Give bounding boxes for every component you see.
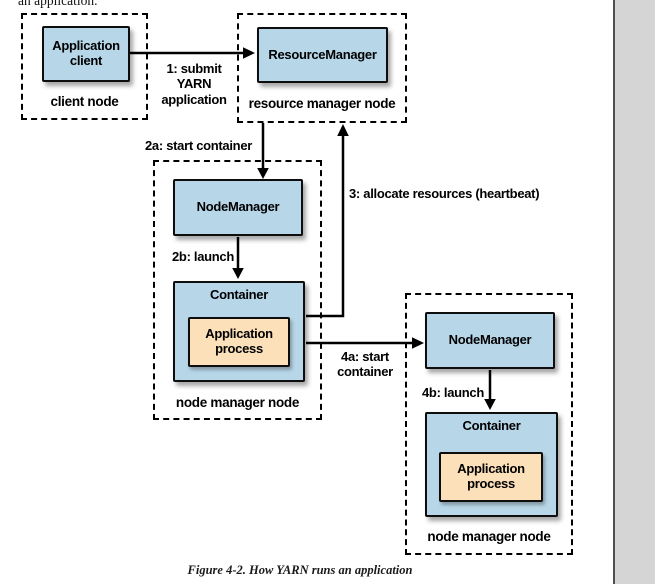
client-node-label: client node <box>50 94 119 109</box>
client-node-group: Application client client node <box>21 13 148 120</box>
resource-manager-label: ResourceManager <box>268 46 377 62</box>
figure-caption: Figure 4-2. How YARN runs an application <box>187 563 413 577</box>
container-box-1: Container Application process <box>173 281 305 382</box>
edge-label-1-submit: 1: submit YARN application <box>161 61 227 107</box>
page-top-text: an application. <box>18 0 98 8</box>
node-manager-box-1: NodeManager <box>173 179 303 236</box>
application-process-label-1: Application process <box>205 326 273 356</box>
node-manager-group-1: NodeManager Container Application proces… <box>153 160 322 420</box>
node-manager-box-2: NodeManager <box>425 312 555 369</box>
application-process-label-2: Application process <box>457 461 525 491</box>
edge-label-2b-launch: 2b: launch <box>172 249 235 264</box>
resource-manager-box: ResourceManager <box>257 27 388 83</box>
arrowhead-heartbeat-icon <box>337 124 349 136</box>
sidebar-strip <box>613 0 655 584</box>
resource-manager-node-group: ResourceManager resource manager node <box>237 13 407 123</box>
application-process-box-1: Application process <box>188 317 290 367</box>
resource-manager-node-label: resource manager node <box>248 96 396 111</box>
container-label-2: Container <box>462 418 521 433</box>
application-process-box-2: Application process <box>439 452 543 502</box>
edge-label-4a-start-container: 4a: start container <box>337 349 393 380</box>
container-label-1: Container <box>210 287 268 302</box>
node-manager-label-2: NodeManager <box>448 332 532 348</box>
container-box-2: Container Application process <box>425 412 558 517</box>
edge-label-3-heartbeat: 3: allocate resources (heartbeat) <box>349 186 540 201</box>
node-manager-group-2: NodeManager Container Application proces… <box>405 293 573 555</box>
node-manager-label-1: NodeManager <box>196 199 280 215</box>
application-client-box: Application client <box>42 26 130 82</box>
node-manager-node-label-1: node manager node <box>175 395 300 410</box>
node-manager-node-label-2: node manager node <box>427 529 551 544</box>
application-client-label: Application client <box>52 38 120 68</box>
edge-label-2a-start-container: 2a: start container <box>145 138 253 153</box>
edge-label-4b-launch: 4b: launch <box>422 385 485 400</box>
